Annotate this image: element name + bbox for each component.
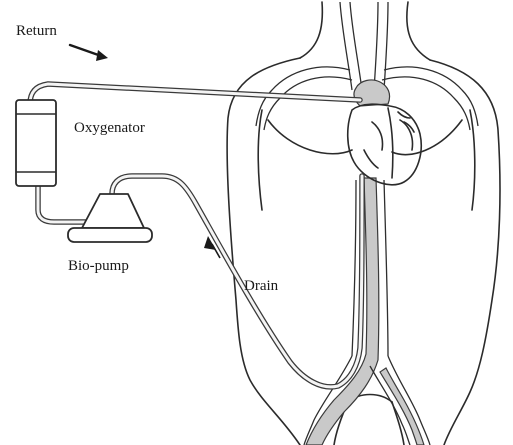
right-iliac-outer — [388, 356, 430, 445]
septum-line — [388, 108, 393, 178]
right-neck-vessel-b — [384, 2, 388, 90]
neck-right-outline — [407, 2, 430, 60]
left-chest-contour — [268, 120, 352, 154]
label-bio-pump: Bio-pump — [68, 258, 129, 274]
oxygenator-body — [16, 100, 56, 186]
ivc-right-wall — [384, 180, 388, 356]
heart-outline — [348, 104, 421, 185]
right-arm-line — [470, 110, 475, 210]
drain-tube — [112, 176, 362, 387]
left-neck-vessel-a — [340, 2, 352, 90]
torso-left-outline — [227, 58, 300, 445]
right-neck-vessel-a — [374, 2, 378, 90]
left-arm-line — [258, 110, 262, 210]
oxygenator-to-pump-tube — [38, 186, 94, 222]
torso-right-outline — [430, 60, 500, 445]
atrium-curve — [372, 122, 383, 150]
left-neck-vessel-b — [350, 2, 362, 90]
right-chest-contour — [392, 120, 462, 155]
label-return: Return — [16, 23, 57, 39]
bio-pump-base — [68, 228, 152, 242]
heart — [348, 104, 421, 185]
label-drain: Drain — [244, 278, 279, 294]
great-vessels — [256, 2, 478, 445]
bio-pump-device — [68, 194, 152, 242]
ventricle-curve — [400, 120, 413, 150]
neck-left-outline — [300, 2, 322, 58]
descending-aorta — [306, 178, 379, 445]
oxygenator-to-pump-lumen — [38, 186, 94, 222]
return-arrowhead — [96, 50, 108, 61]
right-subclavian-a — [384, 67, 478, 126]
label-oxygenator: Oxygenator — [74, 120, 145, 136]
oxygenator-device — [16, 100, 56, 186]
bio-pump-cone — [82, 194, 144, 228]
ivc-left-wall — [352, 180, 356, 356]
right-ventricle-curve — [364, 150, 378, 168]
